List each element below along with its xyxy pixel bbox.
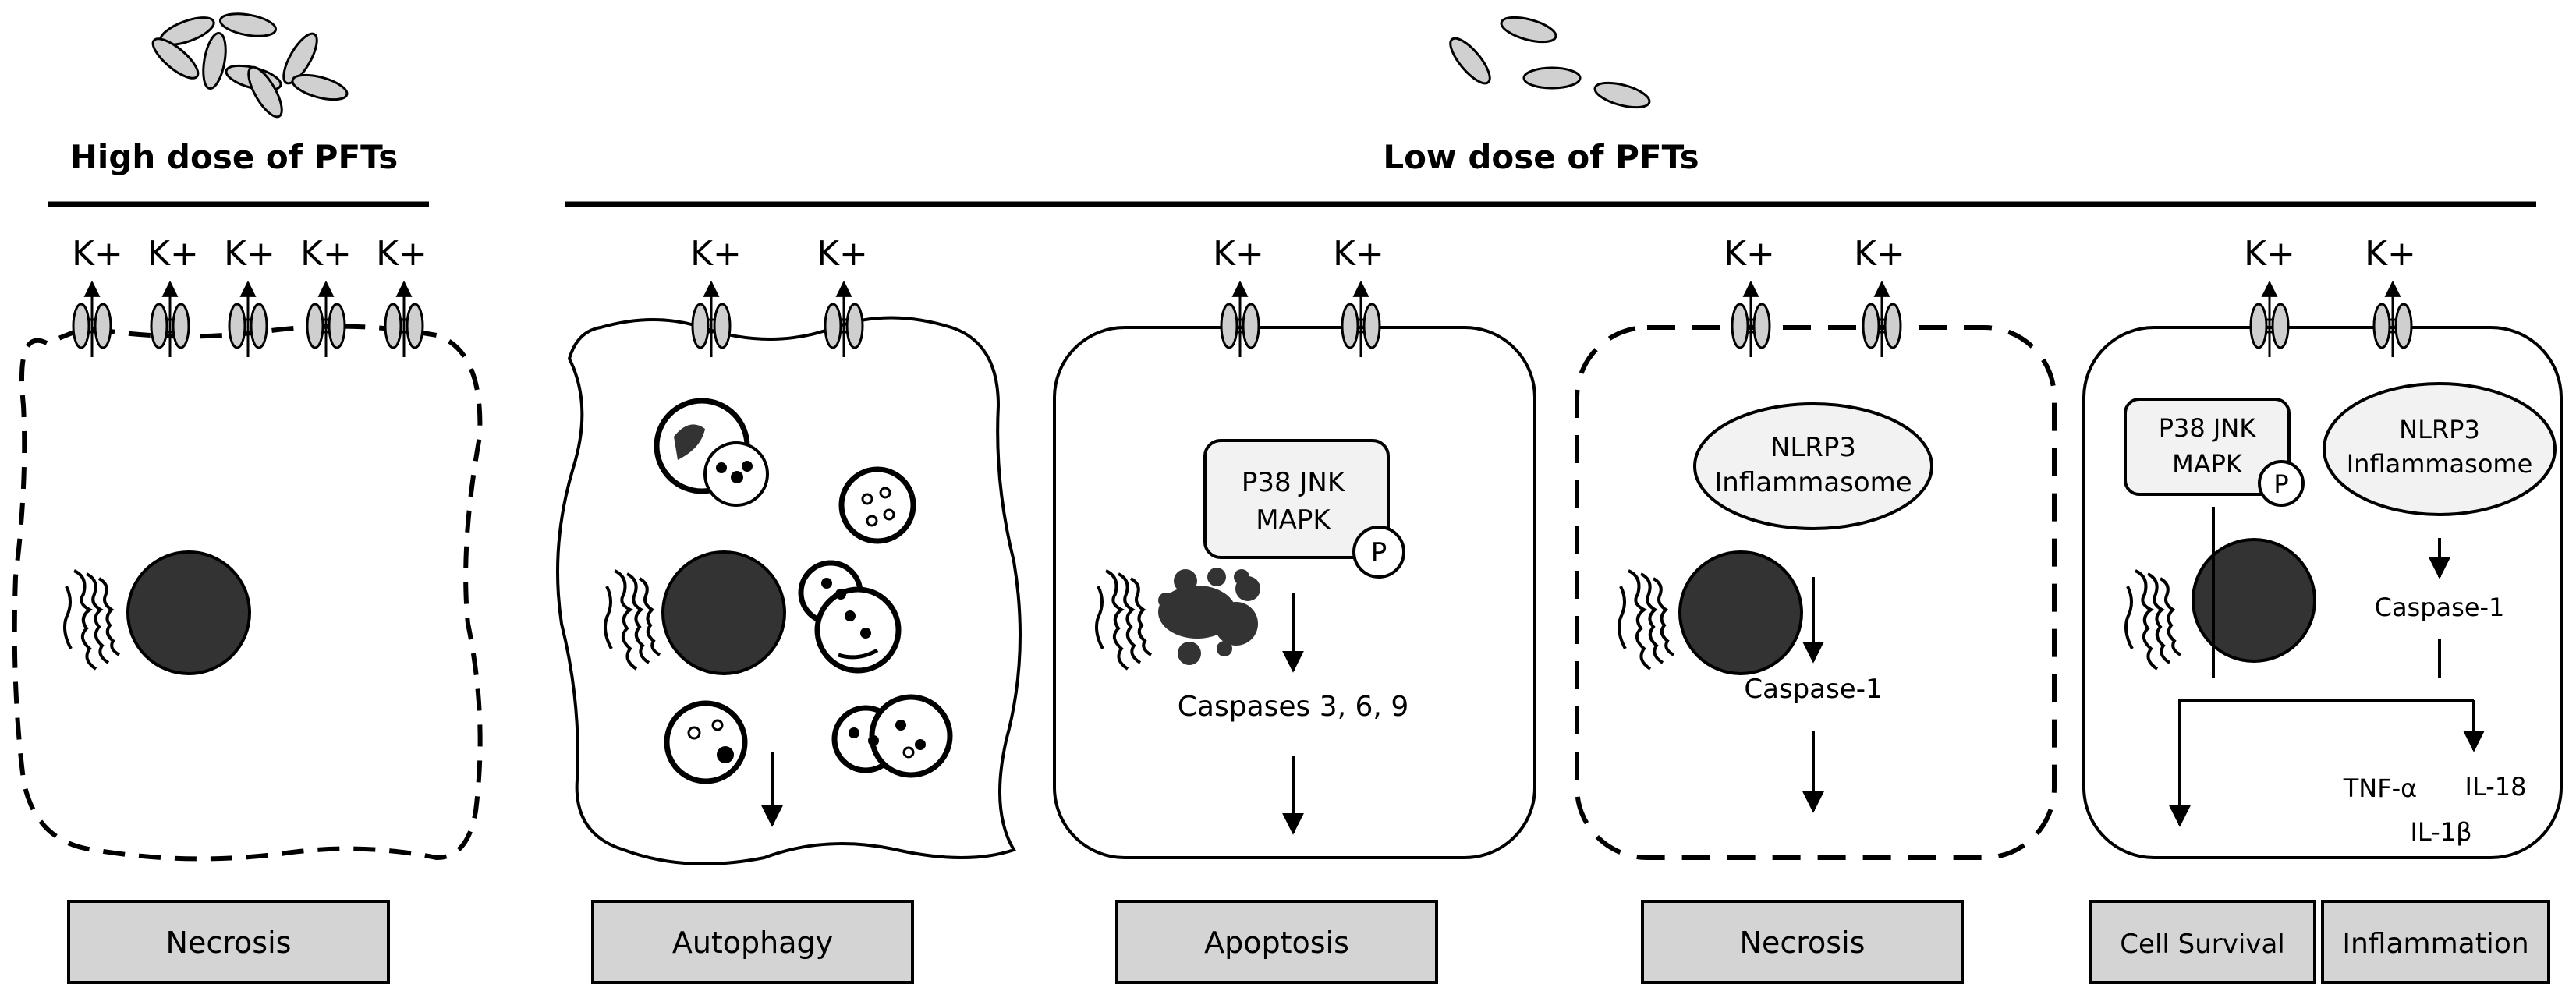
il1b-label: IL-1β (2410, 817, 2471, 847)
caspases-label: Caspases 3, 6, 9 (1178, 691, 1408, 723)
phospho-label: P (1371, 537, 1387, 568)
ion-label: K+ (224, 234, 275, 274)
golgi-apparatus (1618, 569, 1675, 671)
inflammasome: NLRP3 Inflammasome (1693, 402, 1933, 530)
pore-channel (2251, 282, 2288, 357)
ion-label: K+ (1213, 234, 1264, 274)
phospho-badge (1352, 526, 1405, 579)
il18-label: IL-18 (2465, 772, 2527, 802)
ion-label: K+ (1854, 234, 1905, 274)
kinase-box: P38 JNK MAPK (1203, 439, 1390, 559)
high-dose-header: High dose of PFTs (70, 138, 398, 176)
inflammasome-label: NLRP3 (2399, 415, 2480, 444)
nucleus (1678, 550, 1803, 675)
ion-label: K+ (72, 234, 123, 274)
outcome-label: Autophagy (672, 925, 833, 960)
pore-channel (1863, 282, 1901, 357)
pore-channel (1732, 282, 1770, 357)
autophagosome (831, 694, 953, 778)
panel-necrosis-low-dose: K+ K+ NLRP3 Inflammasome Caspase-1 Necro… (1575, 234, 2057, 984)
autophagosome (798, 560, 902, 674)
outcome-label: Necrosis (1740, 925, 1866, 960)
tnf-label: TNF-α (2343, 773, 2418, 803)
fragmented-nucleus (1158, 568, 1260, 665)
autophagosome (838, 466, 916, 544)
toxin-cluster-high-dose (146, 9, 351, 123)
nucleus (661, 550, 786, 675)
pore-channel (1221, 282, 1259, 357)
pore-channel (229, 282, 267, 357)
inflammasome-label: Inflammasome (2347, 449, 2533, 479)
outcome-box-necrosis-high (67, 900, 390, 984)
kinase-label: P38 JNK (2159, 413, 2257, 443)
pore-channel (307, 282, 345, 357)
ion-label: K+ (147, 234, 199, 274)
outcome-box-inflammation (2321, 900, 2550, 984)
nucleus (126, 550, 251, 675)
kinase-label: P38 JNK (1242, 467, 1346, 498)
panel-apoptosis: K+ K+ P38 JNK MAPK P Caspases 3, 6, 9 Ap… (1053, 234, 1536, 984)
cell-membrane-intact (1053, 326, 1536, 859)
autophagosome (654, 398, 769, 507)
ion-label: K+ (2244, 234, 2295, 274)
golgi-apparatus (604, 569, 661, 671)
ion-label: K+ (376, 234, 427, 274)
ion-label: K+ (1333, 234, 1384, 274)
golgi-apparatus (2124, 569, 2182, 671)
phospho-label: P (2273, 469, 2288, 499)
ion-label: K+ (300, 234, 352, 274)
ion-label: K+ (1724, 234, 1775, 274)
autophagosome (664, 700, 748, 784)
golgi-apparatus (1095, 569, 1153, 671)
inflammasome-label: Inflammasome (1714, 467, 1912, 498)
pore-channel (1342, 282, 1380, 357)
ion-label: K+ (817, 234, 868, 274)
outcome-box-necrosis-low (1641, 900, 1964, 984)
phospho-badge (2258, 460, 2305, 507)
outcome-box-cell-survival (2089, 900, 2316, 984)
golgi-apparatus (63, 569, 121, 671)
ion-label: K+ (2365, 234, 2416, 274)
low-dose-header: Low dose of PFTs (1383, 138, 1699, 176)
pore-channel (2374, 282, 2411, 357)
inflammasome-label: NLRP3 (1770, 432, 1856, 463)
outcome-label: Apoptosis (1204, 925, 1349, 960)
pore-channel (693, 282, 730, 357)
kinase-label: MAPK (1256, 504, 1331, 536)
pore-channel (73, 282, 111, 357)
caspase-label: Caspase-1 (2375, 593, 2505, 622)
nucleus (2192, 538, 2316, 663)
toxin-cluster-low-dose (1443, 11, 1653, 114)
cell-membrane-wavy (556, 316, 1022, 865)
inflammasome: NLRP3 Inflammasome (2323, 382, 2557, 516)
pore-channel (151, 282, 189, 357)
panel-necrosis-high-dose: K+ K+ K+ K+ K+ Necrosis (12, 234, 483, 984)
outcome-box-apoptosis (1115, 900, 1438, 984)
ion-label: K+ (690, 234, 742, 274)
caspase-label: Caspase-1 (1744, 674, 1882, 705)
pore-channel (825, 282, 863, 357)
pore-channel (385, 282, 423, 357)
outcome-label: Inflammation (2342, 928, 2528, 960)
kinase-label: MAPK (2172, 449, 2243, 479)
outcome-box-autophagy (591, 900, 914, 984)
cell-membrane-intact (2082, 326, 2563, 859)
outcome-label: Necrosis (166, 925, 292, 960)
panel-survival-inflammation: K+ K+ P38 JNK MAPK P NLRP3 Inflammasome … (2082, 234, 2563, 984)
cell-membrane-leaky (1575, 325, 2057, 860)
panel-autophagy: K+ K+ (556, 234, 1022, 984)
branch-connector (2178, 699, 2474, 817)
kinase-box: P38 JNK MAPK (2124, 398, 2291, 496)
outcome-label: Cell Survival (2120, 929, 2284, 960)
